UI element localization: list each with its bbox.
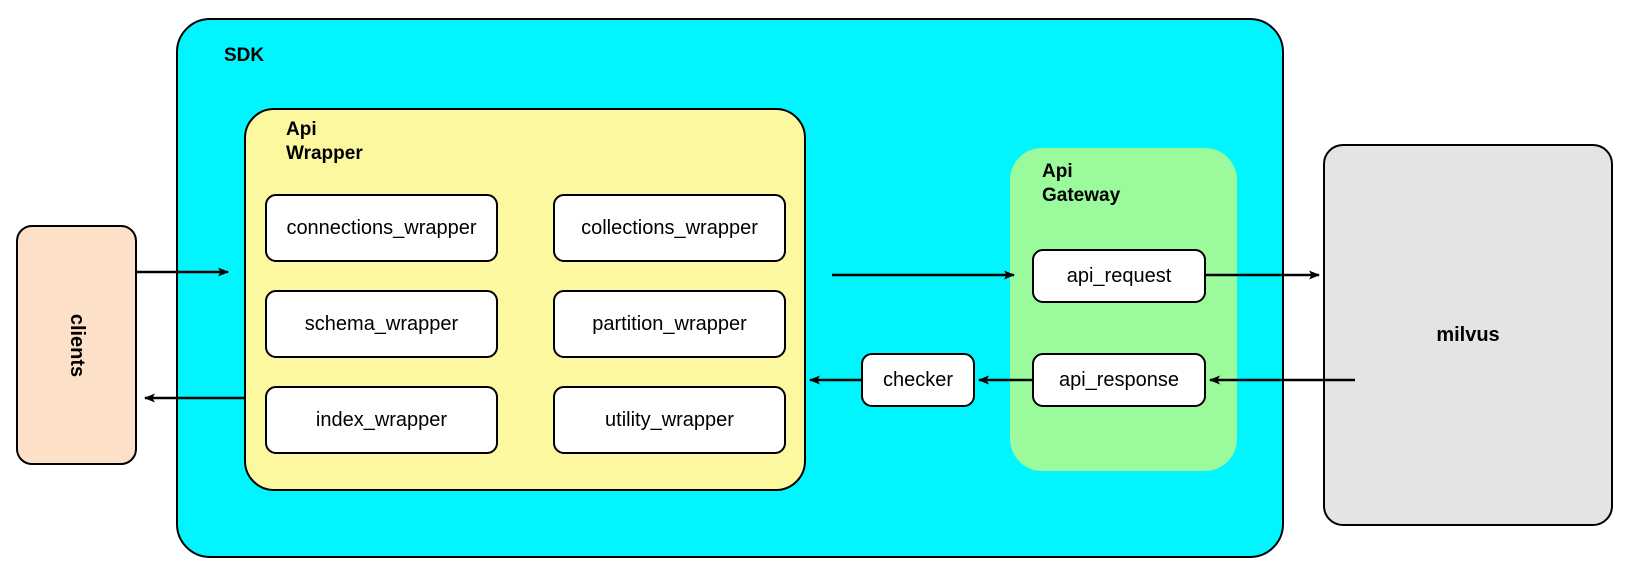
node-clients[interactable]: clients [16,225,137,465]
container-api-wrapper-label: Api Wrapper [286,119,363,165]
node-label: api_response [1058,368,1180,391]
node-connections-wrapper[interactable]: connections_wrapper [265,194,498,262]
node-api-response[interactable]: api_response [1032,353,1206,407]
node-label: api_request [1066,264,1172,287]
node-utility-wrapper[interactable]: utility_wrapper [553,386,786,454]
node-label: utility_wrapper [605,408,734,431]
node-label: partition_wrapper [592,312,747,335]
node-label: checker [882,368,954,391]
node-schema-wrapper[interactable]: schema_wrapper [265,290,498,358]
node-label: collections_wrapper [581,216,758,239]
node-checker[interactable]: checker [861,353,975,407]
node-index-wrapper[interactable]: index_wrapper [265,386,498,454]
node-api-request[interactable]: api_request [1032,249,1206,303]
node-collections-wrapper[interactable]: collections_wrapper [553,194,786,262]
container-sdk-label: SDK [224,45,265,66]
node-label: milvus [1436,323,1500,346]
node-milvus[interactable]: milvus [1323,144,1613,526]
container-api-gateway-label: Api Gateway [1042,161,1121,207]
node-label: clients [65,313,88,377]
node-label: index_wrapper [315,408,448,431]
node-label: connections_wrapper [286,216,477,239]
container-api-gateway: Api Gateway [1010,148,1237,471]
node-label: schema_wrapper [304,312,459,335]
node-partition-wrapper[interactable]: partition_wrapper [553,290,786,358]
